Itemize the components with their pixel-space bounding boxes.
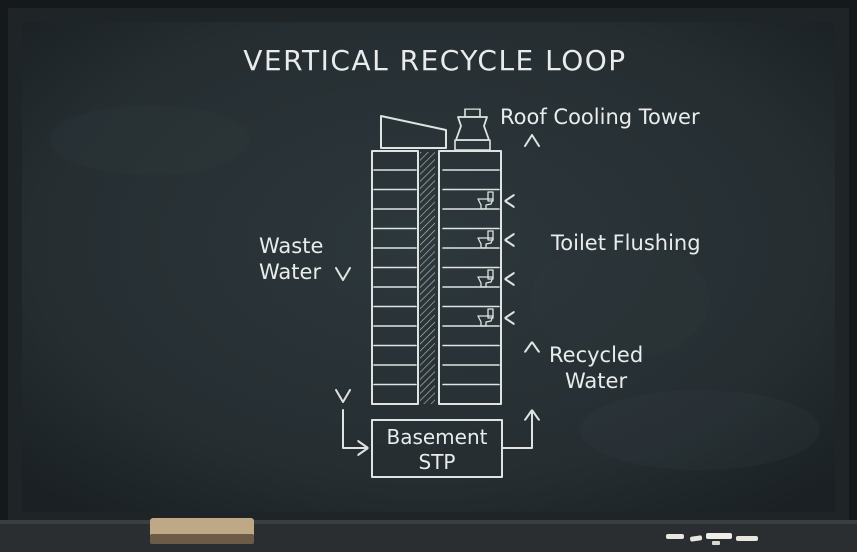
- chalk-piece-icon: [666, 533, 758, 545]
- eraser-icon: [150, 518, 254, 544]
- branch-arrow-head: [504, 272, 515, 286]
- toilet-icon: [477, 308, 494, 327]
- basement-stp-box: [371, 419, 503, 478]
- service-shaft: [420, 152, 435, 404]
- branch-arrow-head: [504, 233, 515, 247]
- stp-to-riser-arrow: [502, 409, 540, 449]
- diagram-title: VERTICAL RECYCLE LOOP: [243, 44, 626, 77]
- recycled-water-label-line1: Recycled: [549, 343, 643, 367]
- basement-stp-label-line1: Basement: [386, 425, 487, 449]
- recycled-water-riser-arrow: [524, 134, 540, 397]
- waste-water-label-line2: Water: [259, 260, 321, 284]
- toilet-flushing-label: Toilet Flushing: [550, 231, 701, 255]
- toilet-icon: [477, 230, 494, 249]
- waste-water-arrow: [335, 161, 351, 403]
- recycled-water-label-line2: Water: [565, 369, 627, 393]
- basement-stp-label-line2: STP: [419, 450, 456, 474]
- cooling-tower-icon: [454, 108, 491, 151]
- waste-water-label-line1: Waste: [259, 234, 323, 258]
- waste-to-stp-arrow: [342, 409, 369, 456]
- branch-arrow-head: [504, 194, 515, 208]
- toilet-icon: [477, 269, 494, 288]
- branch-arrow-head: [504, 311, 515, 325]
- roof-structure: [380, 115, 447, 149]
- toilet-icon: [477, 191, 494, 210]
- roof-cooling-tower-label: Roof Cooling Tower: [500, 105, 700, 129]
- branch-arrows: [504, 194, 532, 325]
